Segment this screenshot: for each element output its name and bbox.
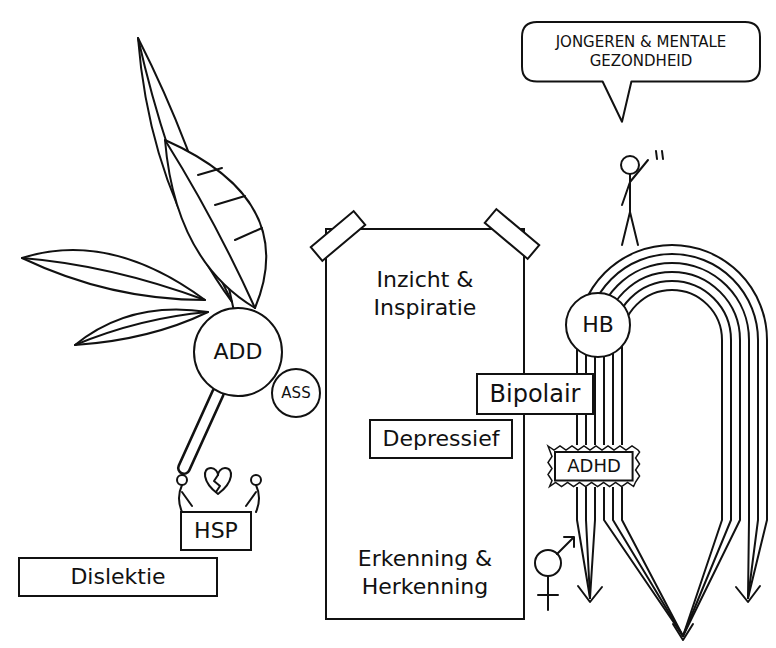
node-text: JONGEREN & MENTALE GEZONDHEID [535,33,747,71]
node-text: HSP [194,517,238,545]
speech-bubble: JONGEREN & MENTALE GEZONDHEID [521,21,761,83]
leaf-vein [22,258,205,300]
node-text: ADHD [567,455,621,478]
magnifier-handle [184,393,218,468]
gender-symbol [538,537,574,610]
node-text: Dislektie [32,563,204,591]
figure-head [621,156,639,174]
leaf [75,309,208,345]
zigzag-border [548,446,640,487]
leaf-vein [198,168,262,240]
node-text: Depressief [383,425,500,453]
label-box: Dislektie [18,557,218,597]
figure-body [179,485,192,512]
label-box: HSP [180,511,252,551]
label-circle: ASS [271,368,321,418]
figure-head [177,475,187,485]
leaf [22,250,205,300]
zigzag-box: ADHD [547,445,641,488]
broken-heart [205,468,231,494]
node-text: Bipolair [490,379,581,409]
leaf-vein [75,312,208,345]
arrow-head [673,624,693,640]
node-text: Erkenning & Herkenning [350,545,500,600]
figure-body [246,485,259,512]
arrow-head [736,586,760,602]
node-text: HB [582,311,614,339]
bubble-border [522,22,760,122]
node-text: Inzicht & Inspiratie [350,266,500,321]
inner-frame [555,452,633,481]
arrow-head [578,586,602,602]
figure-head [251,475,261,485]
label-box: Bipolair [476,373,595,415]
heart-crack [214,475,220,492]
node-text: ASS [281,384,310,403]
magnifier-handle-fill [184,393,218,468]
stick-figure [622,160,648,245]
node-text: ADD [214,338,263,366]
speech-marks [656,151,663,159]
label-box: Depressief [369,419,514,459]
label-circle: HB [565,292,631,358]
magnifier-lens: ADD [193,307,283,397]
